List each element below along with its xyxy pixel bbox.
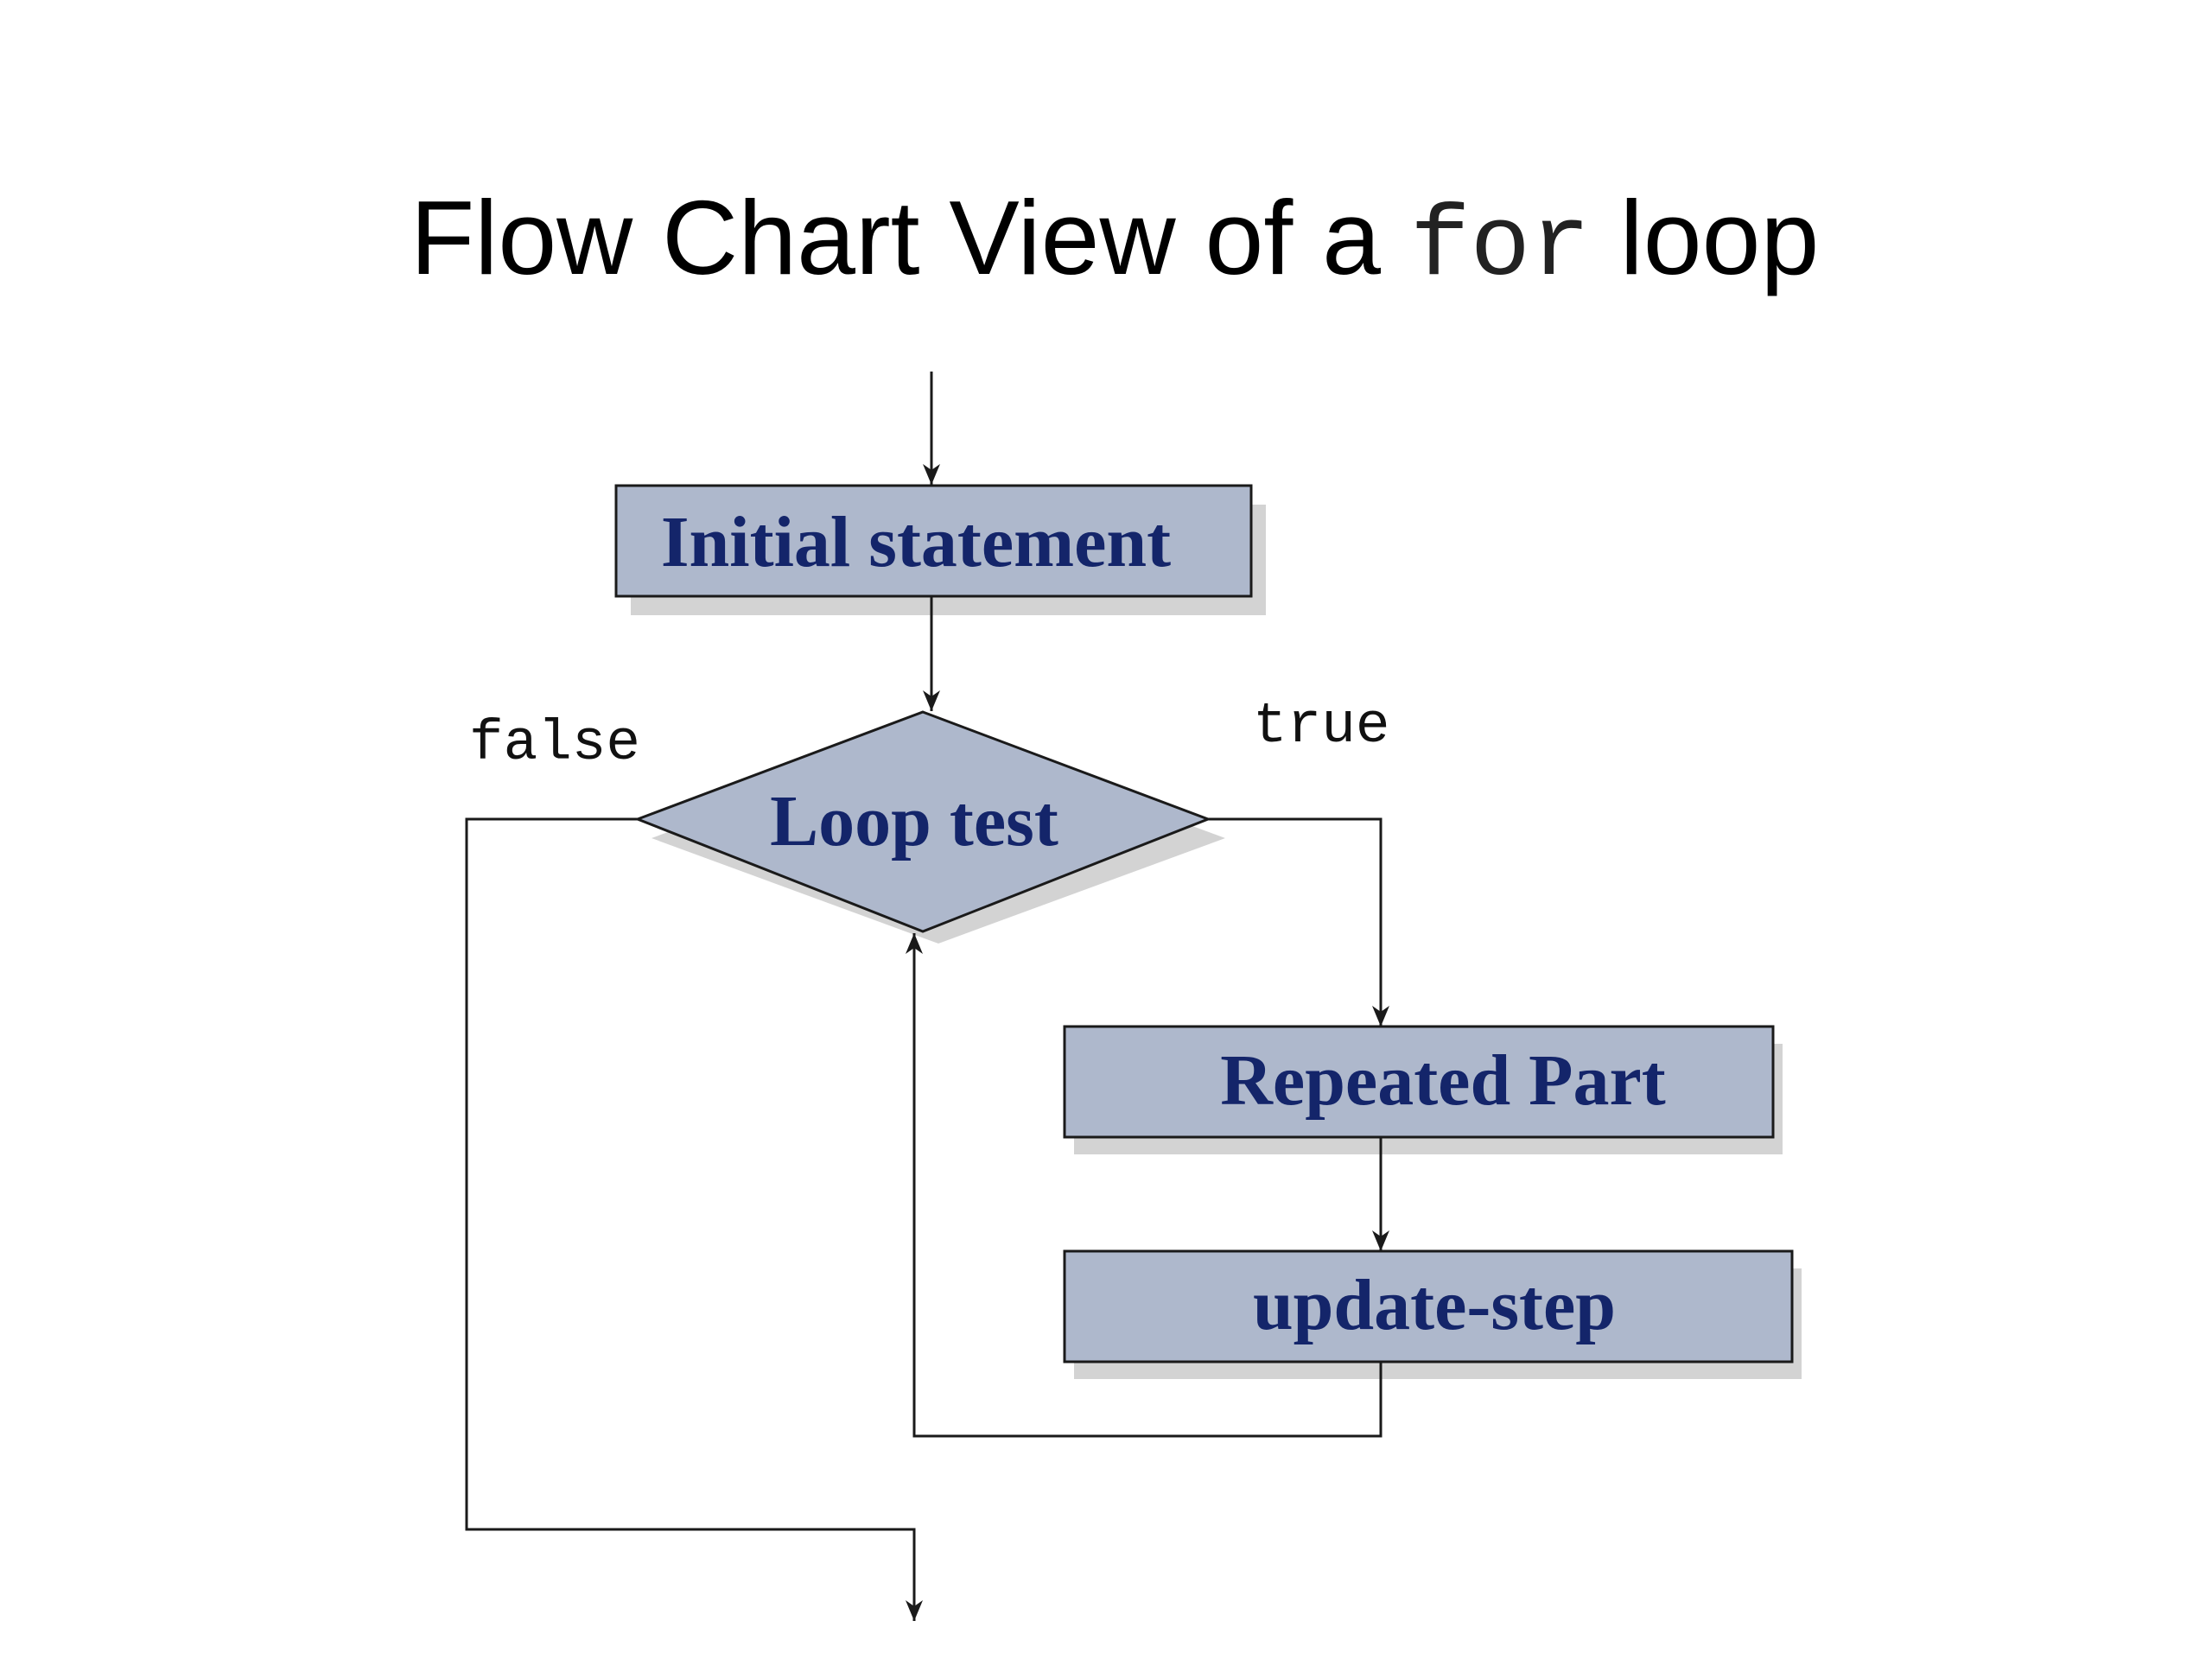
false-branch-label: false	[469, 711, 640, 776]
title-prefix: Flow Chart View of a	[410, 179, 1410, 296]
repeated-part-box	[1063, 1025, 1775, 1139]
loop-test-label: Loop test	[770, 781, 1058, 861]
repeated-part-label: Repeated Part	[1220, 1040, 1666, 1121]
title-code-keyword: for	[1409, 190, 1591, 304]
false-branch-exit-arrow	[465, 817, 923, 1621]
update-step-label: update-step	[1253, 1265, 1616, 1345]
initial-statement-box	[614, 484, 1253, 598]
loop-back-arrow	[906, 933, 1382, 1438]
title-suffix: loop	[1590, 179, 1820, 296]
initial-statement-label: Initial statement	[661, 502, 1171, 582]
slide-title: Flow Chart View of a for loop	[0, 177, 2212, 305]
update-step-box	[1063, 1249, 1794, 1363]
loop-test-diamond	[633, 710, 1212, 933]
true-branch-arrow	[1208, 817, 1389, 1027]
true-branch-label: true	[1253, 694, 1389, 759]
